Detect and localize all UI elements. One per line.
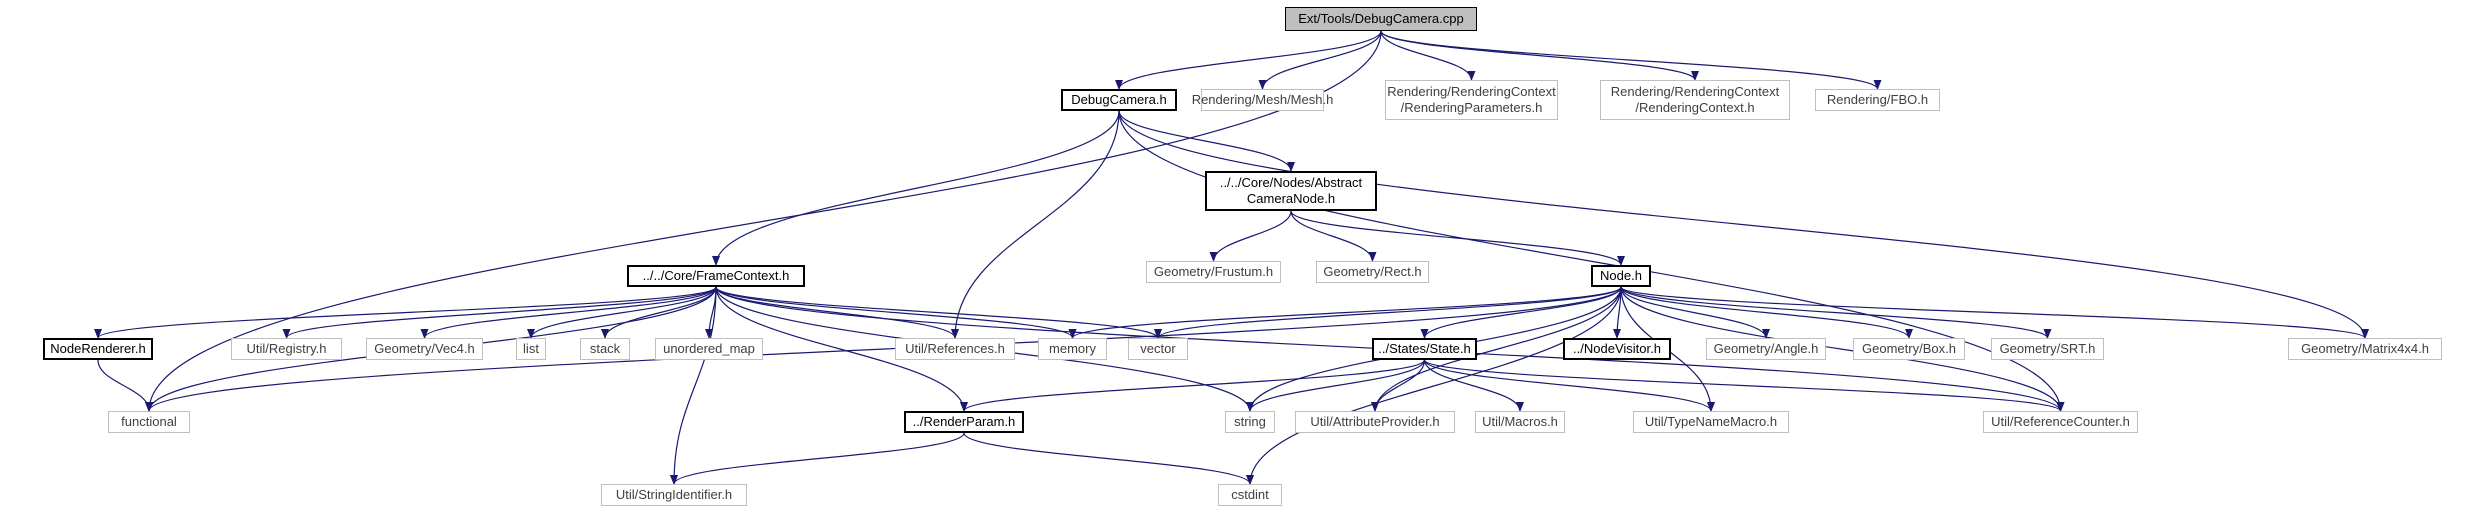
node-typename: Util/TypeNameMacro.h bbox=[1633, 411, 1789, 433]
node-macros: Util/Macros.h bbox=[1475, 411, 1565, 433]
edge-framectx-to-list bbox=[527, 286, 717, 339]
node-srt: Geometry/SRT.h bbox=[1991, 338, 2104, 360]
node-cstdint: cstdint bbox=[1218, 484, 1282, 506]
edge-node-to-angle bbox=[1620, 286, 1770, 339]
edge-node-to-state bbox=[1420, 286, 1622, 339]
node-noderenderer[interactable]: NodeRenderer.h bbox=[43, 338, 153, 360]
edge-state-to-string bbox=[1246, 359, 1426, 412]
node-node[interactable]: Node.h bbox=[1591, 265, 1651, 287]
edge-state-to-attrprov bbox=[1371, 359, 1426, 412]
node-vector: vector bbox=[1128, 338, 1188, 360]
edge-noderenderer-to-functional bbox=[97, 359, 153, 412]
edge-renderparam-to-cstdint bbox=[963, 432, 1254, 485]
edge-framectx-to-references bbox=[715, 286, 959, 339]
edge-node-to-cstdint bbox=[1246, 286, 1622, 485]
node-stack: stack bbox=[580, 338, 630, 360]
edge-node-to-functional bbox=[145, 286, 1622, 412]
edge-framectx-to-registry bbox=[282, 286, 717, 339]
edge-node-to-matrix bbox=[1620, 286, 2369, 339]
node-nodevisitor[interactable]: ../NodeVisitor.h bbox=[1563, 338, 1671, 360]
node-abscam[interactable]: ../../Core/Nodes/Abstract CameraNode.h bbox=[1205, 171, 1377, 211]
node-attrprov: Util/AttributeProvider.h bbox=[1295, 411, 1455, 433]
node-angle: Geometry/Angle.h bbox=[1706, 338, 1826, 360]
node-umap: unordered_map bbox=[655, 338, 763, 360]
node-references: Util/References.h bbox=[895, 338, 1015, 360]
node-root[interactable]: Ext/Tools/DebugCamera.cpp bbox=[1285, 7, 1477, 31]
edge-root-to-rparams bbox=[1380, 30, 1476, 81]
edge-framectx-to-noderenderer bbox=[94, 286, 717, 339]
node-fbo: Rendering/FBO.h bbox=[1815, 89, 1940, 111]
edge-framectx-to-stringid bbox=[670, 286, 717, 485]
edge-node-to-attrprov bbox=[1371, 286, 1622, 412]
node-framectx[interactable]: ../../Core/FrameContext.h bbox=[627, 265, 805, 287]
node-rparams: Rendering/RenderingContext /RenderingPar… bbox=[1385, 80, 1558, 120]
edge-framectx-to-memory bbox=[715, 286, 1077, 339]
edge-state-to-macros bbox=[1423, 359, 1524, 412]
edge-debugcam-to-abscam bbox=[1118, 110, 1295, 172]
edge-abscam-to-frustum bbox=[1209, 210, 1292, 262]
edge-node-to-memory bbox=[1068, 286, 1622, 339]
edge-state-to-refcount bbox=[1423, 359, 2065, 412]
edge-debugcam-to-framectx bbox=[712, 110, 1120, 266]
edge-node-to-vector bbox=[1154, 286, 1622, 339]
node-refcount: Util/ReferenceCounter.h bbox=[1983, 411, 2138, 433]
edge-renderparam-to-stringid bbox=[670, 432, 965, 485]
edge-root-to-fbo bbox=[1380, 30, 1882, 90]
edge-framectx-to-stack bbox=[601, 286, 717, 339]
edge-debugcam-to-matrix bbox=[1118, 110, 2369, 339]
node-list: list bbox=[516, 338, 546, 360]
node-frustum: Geometry/Frustum.h bbox=[1146, 261, 1281, 283]
node-vec4: Geometry/Vec4.h bbox=[366, 338, 483, 360]
node-matrix: Geometry/Matrix4x4.h bbox=[2288, 338, 2442, 360]
edge-debugcam-to-references bbox=[951, 110, 1120, 339]
edge-framectx-to-renderparam bbox=[715, 286, 968, 412]
node-memory: memory bbox=[1038, 338, 1107, 360]
node-rctx: Rendering/RenderingContext /RenderingCon… bbox=[1600, 80, 1790, 120]
node-string: string bbox=[1225, 411, 1275, 433]
edge-framectx-to-vec4 bbox=[420, 286, 717, 339]
node-stringid: Util/StringIdentifier.h bbox=[601, 484, 747, 506]
edge-framectx-to-vector bbox=[715, 286, 1162, 339]
edge-abscam-to-rect bbox=[1290, 210, 1377, 262]
edge-state-to-renderparam bbox=[960, 359, 1426, 412]
node-state[interactable]: ../States/State.h bbox=[1372, 338, 1477, 360]
edge-root-to-mesh bbox=[1258, 30, 1382, 90]
node-renderparam[interactable]: ../RenderParam.h bbox=[904, 411, 1024, 433]
edge-root-to-debugcam bbox=[1115, 30, 1382, 90]
node-box: Geometry/Box.h bbox=[1853, 338, 1965, 360]
node-debugcam[interactable]: DebugCamera.h bbox=[1061, 89, 1177, 111]
edge-abscam-to-node bbox=[1290, 210, 1625, 266]
node-registry: Util/Registry.h bbox=[231, 338, 342, 360]
node-rect: Geometry/Rect.h bbox=[1316, 261, 1429, 283]
node-mesh: Rendering/Mesh/Mesh.h bbox=[1192, 89, 1333, 111]
edge-node-to-box bbox=[1620, 286, 1913, 339]
edge-state-to-typename bbox=[1423, 359, 1715, 412]
edge-node-to-srt bbox=[1620, 286, 2052, 339]
node-functional: functional bbox=[108, 411, 190, 433]
edge-node-to-refcount bbox=[1620, 286, 2065, 412]
